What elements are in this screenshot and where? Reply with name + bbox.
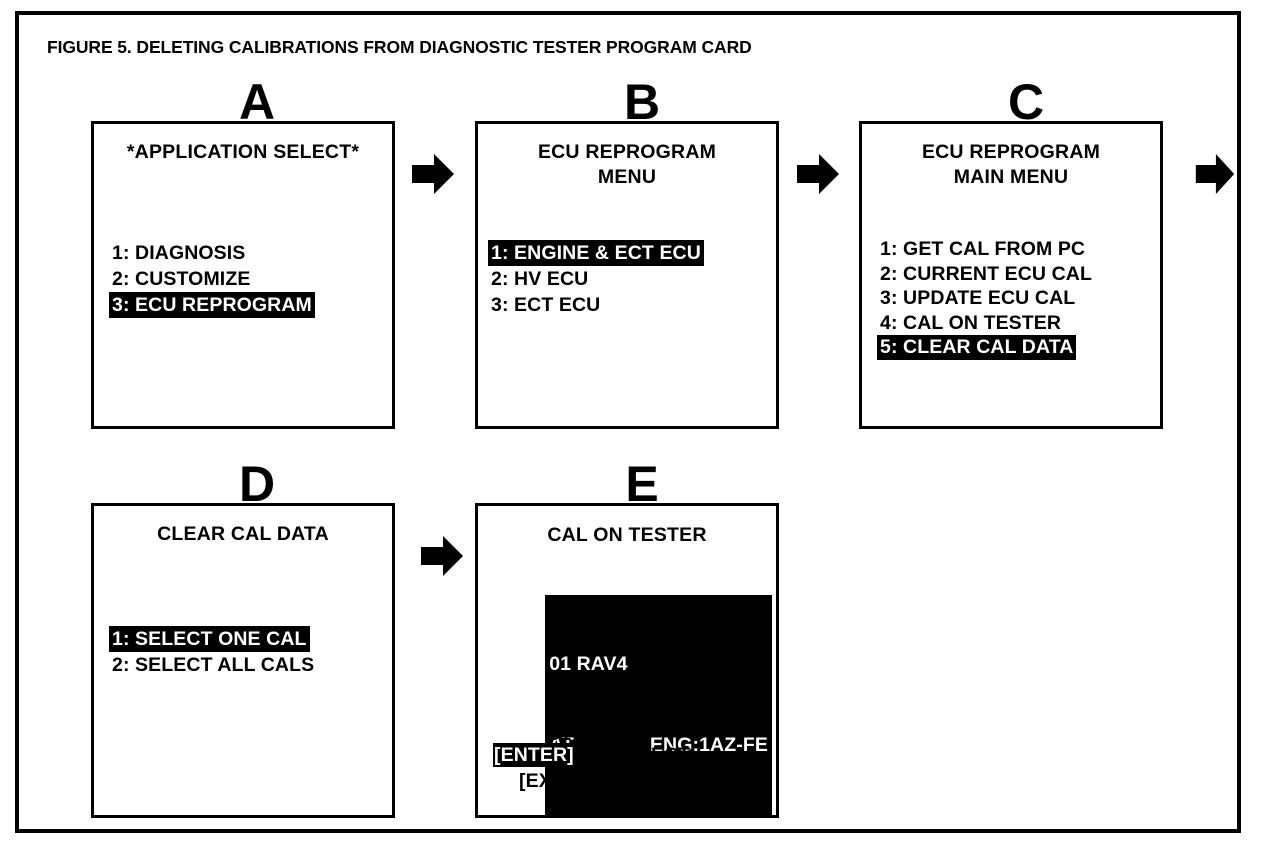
screen-title-c-line1: ECU REPROGRAM	[921, 141, 1101, 163]
menu-item-c-5-label: 5: CLEAR CAL DATA	[877, 335, 1077, 360]
menu-item-c-4-label: 4: CAL ON TESTER	[880, 311, 1062, 334]
menu-item-c-4[interactable]: 4: CAL ON TESTER	[877, 311, 1160, 336]
cal-entry-2-line2: MT ENG:1AZ–FE	[549, 802, 768, 818]
arrow-d-to-e-icon	[419, 533, 465, 579]
menu-item-a-3[interactable]: 3: ECU REPROGRAM	[109, 292, 392, 318]
menu-item-b-3[interactable]: 3: ECT ECU	[488, 292, 776, 318]
cal-entry-2[interactable]: 01 RAV4 MT ENG:1AZ–FE	[478, 638, 776, 818]
menu-list-b: 1: ENGINE & ECT ECU 2: HV ECU 3: ECT ECU	[478, 240, 776, 318]
key-exit-action: TO RETURN	[575, 770, 696, 792]
cal-entry-1-engine: ENG:1AZ-FE	[649, 734, 768, 756]
screen-title-c-line2: MAIN MENU	[953, 166, 1069, 188]
cal-entry-1[interactable]: 01 RAV4 ATENG:1AZ-FE	[478, 568, 776, 815]
panel-letter-e: E	[625, 456, 659, 512]
menu-item-c-1-label: 1: GET CAL FROM PC	[880, 238, 1086, 260]
menu-item-a-1-label: 1: DIAGNOSIS	[112, 242, 246, 264]
key-enter-action: TO SELECT	[574, 744, 691, 766]
cal-entry-1-box: 01 RAV4 ATENG:1AZ-FE	[545, 595, 772, 815]
menu-item-c-5[interactable]: 5: CLEAR CAL DATA	[877, 335, 1160, 360]
screen-title-b-line2: MENU	[597, 166, 657, 188]
menu-item-a-2[interactable]: 2: CUSTOMIZE	[109, 266, 392, 292]
menu-item-d-2[interactable]: 2: SELECT ALL CALS	[109, 652, 392, 678]
menu-item-d-1-label: 1: SELECT ONE CAL	[109, 626, 310, 652]
menu-item-b-1-label: 1: ENGINE & ECT ECU	[488, 240, 704, 266]
cal-entry-1-line1: 01 RAV4	[549, 653, 628, 675]
menu-list-a: 1: DIAGNOSIS 2: CUSTOMIZE 3: ECU REPROGR…	[94, 240, 392, 318]
menu-item-c-3-label: 3: UPDATE ECU CAL	[880, 287, 1076, 309]
menu-item-b-2-label: 2: HV ECU	[491, 268, 589, 290]
screen-title-e: CAL ON TESTER	[547, 524, 707, 546]
panel-letter-c: C	[1007, 74, 1045, 130]
menu-item-d-2-label: 2: SELECT ALL CALS	[112, 654, 315, 676]
footer-line-enter: [ENTER] TO SELECT	[493, 742, 776, 768]
screen-title-a: *APPLICATION SELECT*	[126, 141, 360, 163]
menu-list-c: 1: GET CAL FROM PC 2: CURRENT ECU CAL 3:…	[862, 237, 1160, 360]
figure-caption: FIGURE 5. DELETING CALIBRATIONS FROM DIA…	[47, 37, 752, 57]
menu-item-c-2[interactable]: 2: CURRENT ECU CAL	[877, 262, 1160, 287]
screen-title-b-line1: ECU REPROGRAM	[537, 141, 717, 163]
key-enter-badge[interactable]: [ENTER]	[493, 743, 575, 767]
arrow-b-to-c-icon	[795, 151, 841, 197]
footer-line-exit: [EXIT] TO RETURN	[493, 768, 776, 794]
menu-item-c-3[interactable]: 3: UPDATE ECU CAL	[877, 286, 1160, 311]
screen-panel-b: ECU REPROGRAM MENU 1: ENGINE & ECT ECU 2…	[475, 121, 779, 429]
screen-panel-d: CLEAR CAL DATA 1: SELECT ONE CAL 2: SELE…	[91, 503, 395, 818]
menu-item-c-2-label: 2: CURRENT ECU CAL	[880, 262, 1092, 285]
panel-letter-b: B	[623, 74, 661, 130]
panel-letter-a: A	[238, 74, 276, 130]
menu-item-b-3-label: 3: ECT ECU	[491, 294, 601, 316]
menu-item-c-1[interactable]: 1: GET CAL FROM PC	[877, 237, 1160, 262]
screen-footer-e: [ENTER] TO SELECT [EXIT] TO RETURN	[478, 742, 776, 794]
cal-entry-2-line1: 01 RAV4	[549, 723, 628, 745]
menu-item-b-2[interactable]: 2: HV ECU	[488, 266, 776, 292]
screen-title-d: CLEAR CAL DATA	[157, 523, 329, 545]
menu-item-a-3-label: 3: ECU REPROGRAM	[109, 292, 315, 318]
screen-panel-e: CAL ON TESTER 01 RAV4 ATENG:1AZ-FE 01 RA…	[475, 503, 779, 818]
arrow-a-to-b-icon	[410, 151, 456, 197]
cal-entry-2-trans: MT	[549, 804, 578, 818]
key-exit-badge[interactable]: [EXIT]	[519, 770, 576, 792]
screen-panel-c: ECU REPROGRAM MAIN MENU 1: GET CAL FROM …	[859, 121, 1163, 429]
panel-letter-d: D	[238, 456, 276, 512]
menu-item-a-2-label: 2: CUSTOMIZE	[112, 268, 251, 290]
menu-item-d-1[interactable]: 1: SELECT ONE CAL	[109, 626, 392, 652]
arrow-c-to-next-icon	[1194, 151, 1236, 197]
menu-item-b-1[interactable]: 1: ENGINE & ECT ECU	[488, 240, 776, 266]
cal-entry-2-engine: ENG:1AZ–FE	[645, 804, 768, 818]
screen-panel-a: *APPLICATION SELECT* 1: DIAGNOSIS 2: CUS…	[91, 121, 395, 429]
menu-list-d: 1: SELECT ONE CAL 2: SELECT ALL CALS	[94, 626, 392, 678]
figure-frame: FIGURE 5. DELETING CALIBRATIONS FROM DIA…	[15, 11, 1241, 833]
cal-entry-2-box: 01 RAV4 MT ENG:1AZ–FE	[545, 665, 772, 818]
menu-item-a-1[interactable]: 1: DIAGNOSIS	[109, 240, 392, 266]
